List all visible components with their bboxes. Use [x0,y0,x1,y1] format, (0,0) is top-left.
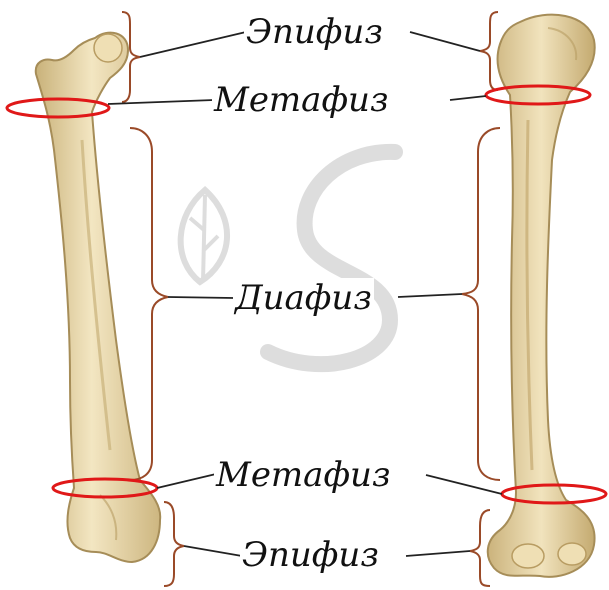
leader-dia-left [168,297,234,298]
bracket-bottom-right [470,510,490,586]
label-diaphysis: Диафиз [233,278,374,318]
bracket-diaphysis-right [462,128,500,480]
bracket-top-right [480,12,498,90]
leader-top-epi-left [140,32,246,57]
leader-top-epi-right [410,32,480,51]
leaf-s-logo-watermark [181,152,395,364]
bracket-bottom-left [164,502,184,586]
leader-bot-meta-left [157,474,216,488]
leader-top-meta-right [450,96,486,100]
label-epiphysis-top: Эпифиз [244,12,385,52]
bracket-diaphysis-left [130,128,168,480]
leader-dia-right [398,294,462,297]
label-epiphysis-bottom: Эпифиз [240,535,381,575]
leader-bot-epi-right [406,551,470,556]
leader-bot-epi-left [184,546,242,556]
label-metaphysis-top: Метафиз [212,80,391,120]
label-metaphysis-bottom: Метафиз [214,455,393,495]
